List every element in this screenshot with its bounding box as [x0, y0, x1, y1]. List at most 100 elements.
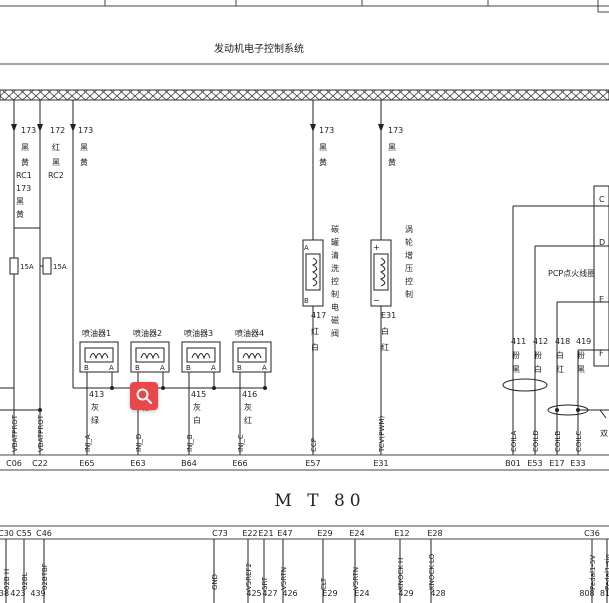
- coil-wire-3-color: 红: [556, 364, 564, 374]
- zoom-button[interactable]: [130, 382, 158, 410]
- injector-1-winding: [89, 353, 109, 360]
- bottom-pin: E47: [277, 529, 292, 538]
- wastegate-name-char: 制: [405, 289, 413, 299]
- bottom-pin: C46: [36, 529, 52, 538]
- canister-name-char: 电: [331, 302, 339, 312]
- supply-wire-1-color-1: 黑: [21, 143, 29, 152]
- signal-label: CCP: [310, 438, 318, 452]
- bottom-pin: C36: [584, 529, 600, 538]
- injector-1-wire-color: 灰: [91, 402, 99, 412]
- wastegate-name-char: 压: [405, 264, 413, 273]
- bottom-signal: CLT: [320, 577, 328, 590]
- bottom-signal: GND: [211, 574, 219, 590]
- top-table-strip: [0, 0, 609, 13]
- coil-wire-2-color: 粉: [534, 350, 542, 360]
- injector-3-wire-color: 白: [193, 415, 201, 425]
- signal-label: INJ_A: [84, 434, 92, 452]
- injector-1-wire-color: 绿: [91, 416, 99, 425]
- svg-text:−: −: [373, 296, 380, 305]
- wastegate-wire-top-color-2: 黄: [388, 157, 396, 167]
- supply-wire-1-num: 173: [21, 126, 36, 135]
- bottom-signal: 02BTBF: [41, 563, 49, 590]
- canister-name-char: 罐: [331, 237, 339, 247]
- canister-name-char: 磁: [331, 315, 339, 325]
- ecu-pin: E17: [549, 459, 564, 468]
- fuse-2: [42, 257, 52, 275]
- bottom-signal: KNOCK LO: [428, 553, 436, 590]
- signal-label: INJ_D: [135, 434, 143, 452]
- bottom-signal: KNOCK H: [397, 558, 405, 590]
- injector-2-coil: [135, 347, 165, 363]
- signal-label: TCV(PWM): [378, 416, 386, 453]
- ecu-pin: C22: [32, 459, 48, 468]
- canister-name-char: 阀: [331, 329, 339, 338]
- injector-4-wire-color: 红: [244, 415, 252, 425]
- injector-1-pin-a: A: [109, 364, 114, 372]
- coil-wire-4-color: 粉: [577, 350, 585, 360]
- bottom-pin: E24: [349, 529, 364, 538]
- injector-3-wire-num: 415: [191, 390, 206, 399]
- signal-label: VBATPROT: [11, 414, 19, 452]
- wastegate-wire-top-color-1: 黑: [388, 143, 396, 152]
- bottom-wire-num: 423: [10, 589, 25, 598]
- ignition-coil-block: [502, 185, 609, 455]
- coil-wire-4-color: 黑: [577, 365, 585, 374]
- injector-4-node: [263, 386, 267, 390]
- injector-1-name: 喷油器1: [82, 328, 111, 338]
- bottom-wire-num: E29: [322, 589, 337, 598]
- bottom-wire-num: 425: [246, 589, 261, 598]
- signal-label: VBATPROT: [37, 414, 45, 452]
- wastegate-name-char: 涡: [405, 224, 413, 234]
- signal-label: COILC: [575, 431, 583, 452]
- bottom-signal: 5RT: [261, 576, 269, 590]
- injector-3-node: [212, 386, 216, 390]
- canister-name-char: 碳: [331, 224, 339, 234]
- canister-wire-bottom-color-1: 红: [311, 326, 319, 336]
- bottom-wire-num: 428: [430, 589, 445, 598]
- coil-pin-c: C: [599, 195, 605, 204]
- wastegate-name-char: 轮: [405, 237, 413, 247]
- supply-wire-1b-color-2: 黄: [16, 209, 24, 219]
- bottom-signal: V5RTN: [280, 567, 288, 590]
- supply-wire-1b-num: 173: [16, 184, 31, 193]
- ecu-pin: C06: [6, 459, 22, 468]
- coil-pin-d: D: [599, 238, 605, 247]
- harness-band: [0, 89, 609, 101]
- bottom-pin: E29: [317, 529, 332, 538]
- bottom-pin: E12: [394, 529, 409, 538]
- wastegate-wire-bottom-num: E31: [381, 311, 396, 320]
- injector-3-pin-a: A: [211, 364, 216, 372]
- injector-3-name: 喷油器3: [184, 328, 213, 338]
- injector-1-pin-b: B: [84, 364, 89, 372]
- ecu-pin: E57: [305, 459, 320, 468]
- injector-2-node: [161, 386, 165, 390]
- bottom-signal: Pedal1-5V: [589, 555, 597, 590]
- bottom-wire-num: 38: [0, 589, 9, 598]
- injector-3-pin-b: B: [186, 364, 191, 372]
- supply-wires: [0, 100, 76, 455]
- supply-wire-3-num: 173: [78, 126, 93, 135]
- canister-wire-top-num: 173: [319, 126, 334, 135]
- coil-pin-f: F: [599, 349, 604, 358]
- injector-2-name: 喷油器2: [133, 328, 162, 338]
- wastegate-name-char: 增: [405, 250, 413, 260]
- injector-4-wire-num: 416: [242, 390, 257, 399]
- bottom-wire-num: 426: [282, 589, 297, 598]
- injector-4-winding: [242, 353, 262, 360]
- bottom-wire-num: 439: [30, 589, 45, 598]
- injector-1-node: [110, 386, 114, 390]
- bottom-wire-num: 429: [398, 589, 413, 598]
- bottom-wire-num: 81: [600, 589, 609, 598]
- coil-wire-1-color: 黑: [512, 365, 520, 374]
- injector-4-pin-a: A: [262, 364, 267, 372]
- injector-3-wire-color: 灰: [193, 402, 201, 412]
- bottom-pin: C55: [16, 529, 32, 538]
- ecu-pin: B64: [181, 459, 197, 468]
- wastegate-wire-bottom-color-2: 红: [381, 342, 389, 352]
- canister-purge-valve: A B: [302, 100, 324, 455]
- ecu-pin: E63: [130, 459, 145, 468]
